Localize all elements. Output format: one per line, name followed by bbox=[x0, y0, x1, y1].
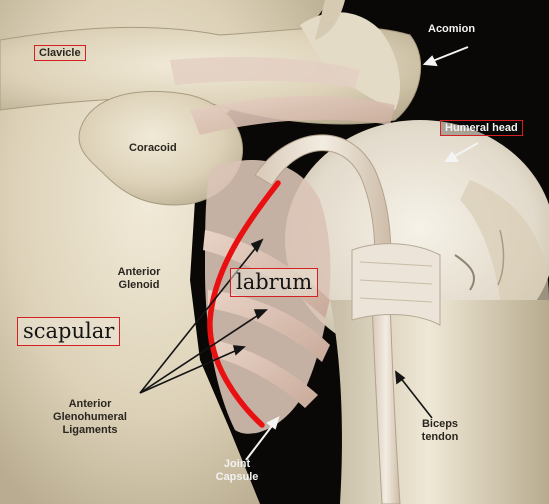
anterior-glenoid-label: Anterior Glenoid bbox=[108, 266, 170, 292]
biceps-tendon-label: Biceps tendon bbox=[412, 418, 468, 444]
acromion-label: Acomion bbox=[428, 23, 475, 36]
anterior-glenohumeral-ligaments-label: Anterior Glenohumeral Ligaments bbox=[34, 398, 146, 437]
labrum-label: labrum bbox=[230, 268, 318, 297]
scapular-label: scapular bbox=[17, 317, 120, 346]
coracoid-label: Coracoid bbox=[129, 142, 177, 155]
humeral-head-label: Humeral head bbox=[440, 120, 523, 136]
clavicle-label: Clavicle bbox=[34, 45, 86, 61]
joint-capsule-label: Joint Capsule bbox=[206, 458, 268, 484]
